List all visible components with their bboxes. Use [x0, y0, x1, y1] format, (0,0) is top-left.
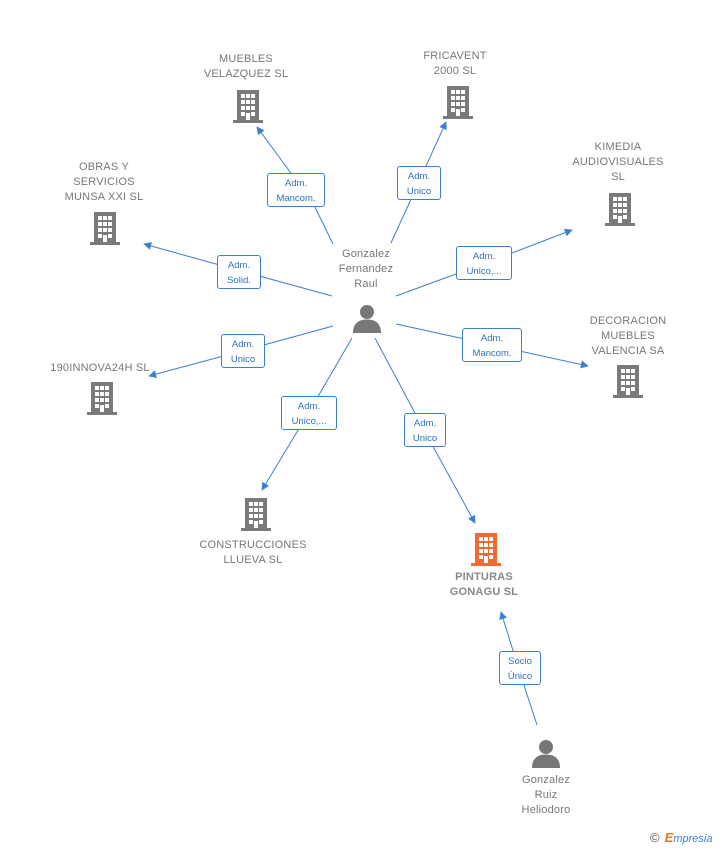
- main-company-building-icon[interactable]: [471, 533, 501, 566]
- edges-layer: [143, 121, 589, 726]
- company-building-icon[interactable]: [613, 365, 643, 398]
- company-building-icon[interactable]: [233, 90, 263, 123]
- relation-label[interactable]: Adm. Unico,...: [456, 246, 512, 280]
- company-name[interactable]: FRICAVENT 2000 SL: [423, 50, 487, 77]
- company-building-icon[interactable]: [443, 86, 473, 119]
- copyright-symbol: ©: [650, 830, 660, 845]
- relation-label[interactable]: Adm. Mancom.: [462, 328, 522, 362]
- company-name[interactable]: OBRAS Y SERVICIOS MUNSA XXI SL: [64, 161, 144, 203]
- person-name[interactable]: Gonzalez Fernandez Raul: [338, 248, 394, 290]
- main-company-name[interactable]: PINTURAS GONAGU SL: [449, 571, 519, 598]
- relation-label[interactable]: Adm. Unico: [397, 166, 441, 200]
- relation-label[interactable]: Socio Único: [499, 651, 541, 685]
- brand-initial: E: [664, 830, 674, 845]
- company-building-icon[interactable]: [90, 212, 120, 245]
- person-name[interactable]: Gonzalez Ruiz Heliodoro: [521, 774, 571, 816]
- person-icon[interactable]: [532, 740, 560, 768]
- company-name[interactable]: DECORACION MUEBLES VALENCIA SA: [589, 315, 667, 357]
- relation-label[interactable]: Adm. Unico: [221, 334, 265, 368]
- person-icon[interactable]: [353, 305, 381, 333]
- icons-layer: [87, 86, 643, 768]
- footer-brand: © Empresia: [650, 830, 712, 845]
- company-building-icon[interactable]: [241, 498, 271, 531]
- relation-label[interactable]: Adm. Unico,...: [281, 396, 337, 430]
- company-name[interactable]: KIMEDIA AUDIOVISUALES SL: [572, 141, 664, 183]
- relation-label[interactable]: Adm. Unico: [404, 413, 446, 447]
- company-building-icon[interactable]: [605, 193, 635, 226]
- company-name[interactable]: 190INNOVA24H SL: [50, 362, 150, 374]
- relation-label[interactable]: Adm. Mancom.: [267, 173, 325, 207]
- relation-label[interactable]: Adm. Solid.: [217, 255, 261, 289]
- company-building-icon[interactable]: [87, 382, 117, 415]
- brand-name: mpresia: [673, 833, 713, 845]
- company-name[interactable]: CONSTRUCCIONES LLUEVA SL: [199, 539, 307, 566]
- company-name[interactable]: MUEBLES VELAZQUEZ SL: [203, 53, 289, 80]
